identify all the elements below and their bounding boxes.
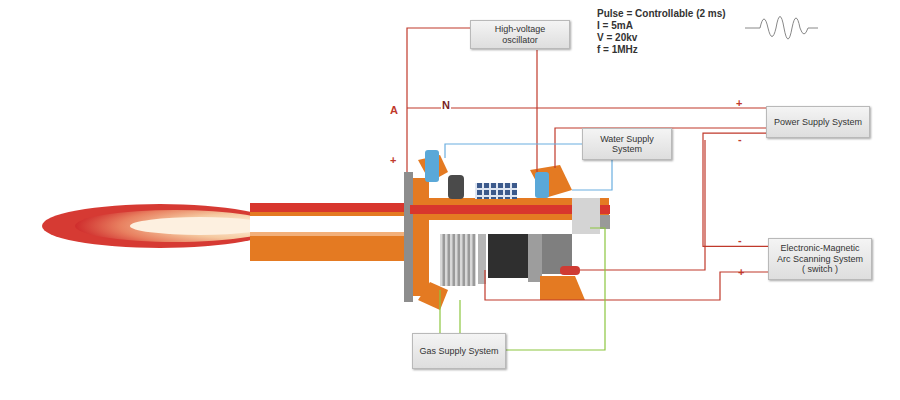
terminal-name: N bbox=[441, 99, 451, 111]
system-box: Power Supply System bbox=[766, 106, 870, 138]
parameter-note: Pulse = Controllable (2 ms) bbox=[597, 8, 726, 19]
system-box: High-voltage oscillator bbox=[470, 20, 570, 49]
polarity-sign: - bbox=[738, 133, 742, 145]
polarity-sign: + bbox=[390, 154, 396, 166]
terminal-name: A bbox=[389, 104, 399, 116]
wire-connector bbox=[703, 133, 768, 246]
box-label: Water Supply System bbox=[589, 134, 665, 155]
box-label: High-voltage oscillator bbox=[477, 24, 563, 45]
box-label: Gas Supply System bbox=[419, 346, 498, 356]
system-box: Water Supply System bbox=[582, 128, 672, 160]
polarity-sign: + bbox=[738, 266, 744, 278]
polarity-sign: - bbox=[738, 234, 742, 246]
box-label: Electronic-Magnetic Arc Scanning System … bbox=[775, 243, 865, 274]
parameter-note: I = 5mA bbox=[597, 20, 633, 31]
polarity-sign: + bbox=[736, 97, 742, 109]
box-label: Power Supply System bbox=[774, 117, 862, 127]
system-box: Electronic-Magnetic Arc Scanning System … bbox=[768, 238, 872, 280]
system-box: Gas Supply System bbox=[412, 333, 506, 369]
parameter-note: f = 1MHz bbox=[597, 44, 638, 55]
parameter-note: V = 20kv bbox=[597, 32, 637, 43]
